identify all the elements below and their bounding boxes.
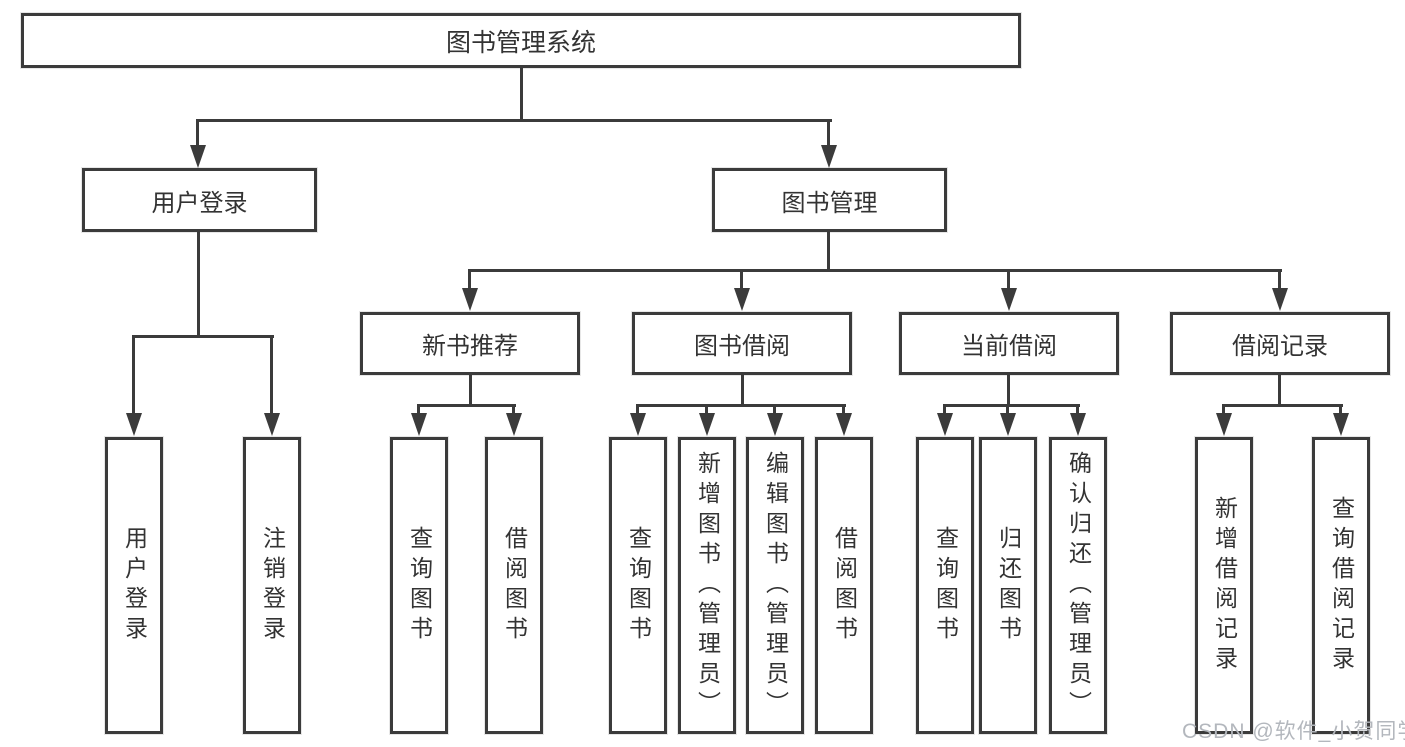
- connector-userlogin-hbar: [132, 335, 274, 338]
- arrow-down-icon: [836, 413, 852, 436]
- leaf-query-books-newbook: 查询图书: [390, 437, 448, 734]
- node-label: 图书管理系统: [445, 28, 596, 57]
- arrow-down-icon: [1216, 413, 1232, 436]
- node-label: 新书推荐: [422, 333, 518, 360]
- leaf-label: 归还图书: [995, 525, 1022, 646]
- arrow-down-icon: [264, 413, 280, 436]
- leaf-label: 查询图书: [406, 525, 433, 646]
- leaf-return-books: 归还图书: [979, 437, 1037, 734]
- arrow-down-icon: [1272, 288, 1288, 311]
- arrow-down-icon: [937, 413, 953, 436]
- connector-shaft: [512, 404, 515, 415]
- arrow-down-icon: [767, 413, 783, 436]
- leaf-label: 查询图书: [625, 525, 652, 646]
- connector-records-hbar: [1222, 404, 1343, 407]
- connector-shaft: [740, 269, 743, 289]
- arrow-down-icon: [411, 413, 427, 436]
- leaf-add-books-admin: 新增图书（管理员）: [678, 437, 736, 734]
- arrow-down-icon: [190, 145, 206, 168]
- node-current-borrowing: 当前借阅: [899, 312, 1119, 375]
- connector-shaft: [1007, 269, 1010, 289]
- connector-shaft: [1006, 404, 1009, 415]
- leaf-label: 用户登录: [121, 525, 148, 646]
- leaf-label: 新增图书（管理员）: [694, 450, 721, 721]
- node-user-login: 用户登录: [82, 168, 317, 232]
- connector-shaft: [270, 335, 273, 415]
- connector-root-trunk: [520, 66, 523, 119]
- leaf-query-borrow-record: 查询借阅记录: [1312, 437, 1370, 734]
- leaf-label: 借阅图书: [831, 525, 858, 646]
- connector-shaft: [1222, 404, 1225, 415]
- connector-newbook-hbar: [417, 404, 516, 407]
- connector-shaft: [943, 404, 946, 415]
- connector-current-hbar: [943, 404, 1080, 407]
- connector-shaft-book-mgmt: [827, 119, 830, 147]
- leaf-logout-login: 注销登录: [243, 437, 301, 734]
- arrow-down-icon: [1001, 288, 1017, 311]
- leaf-label: 查询图书: [932, 525, 959, 646]
- leaf-borrow-books-borrowing: 借阅图书: [815, 437, 873, 734]
- node-borrowing-records: 借阅记录: [1170, 312, 1390, 375]
- leaf-confirm-return-admin: 确认归还（管理员）: [1049, 437, 1107, 734]
- arrow-down-icon: [1333, 413, 1349, 436]
- leaf-label: 查询借阅记录: [1328, 495, 1355, 676]
- connector-borrow-hbar: [636, 404, 846, 407]
- leaf-query-books-borrowing: 查询图书: [609, 437, 667, 734]
- connector-records-trunk: [1278, 372, 1281, 405]
- connector-shaft-user-login: [196, 119, 199, 147]
- arrow-down-icon: [734, 288, 750, 311]
- leaf-label: 确认归还（管理员）: [1065, 450, 1092, 721]
- connector-shaft: [773, 404, 776, 415]
- node-label: 图书借阅: [694, 333, 790, 360]
- leaf-add-borrow-record: 新增借阅记录: [1195, 437, 1253, 734]
- connector-shaft: [705, 404, 708, 415]
- connector-shaft: [468, 269, 471, 289]
- leaf-label: 注销登录: [259, 525, 286, 646]
- leaf-query-books-current: 查询图书: [916, 437, 974, 734]
- connector-shaft: [1339, 404, 1342, 415]
- arrow-down-icon: [506, 413, 522, 436]
- arrow-down-icon: [1000, 413, 1016, 436]
- leaf-edit-books-admin: 编辑图书（管理员）: [746, 437, 804, 734]
- node-book-borrowing: 图书借阅: [632, 312, 852, 375]
- node-label: 图书管理: [781, 189, 878, 217]
- node-book-management: 图书管理: [712, 168, 947, 232]
- leaf-label: 借阅图书: [501, 525, 528, 646]
- arrow-down-icon: [699, 413, 715, 436]
- connector-shaft: [842, 404, 845, 415]
- csdn-watermark: CSDN @软件_小贺同学: [1182, 720, 1405, 743]
- arrow-down-icon: [1070, 413, 1086, 436]
- arrow-down-icon: [821, 145, 837, 168]
- node-label: 当前借阅: [961, 333, 1057, 360]
- connector-userlogin-trunk: [197, 230, 200, 336]
- leaf-user-login: 用户登录: [105, 437, 163, 734]
- connector-current-trunk: [1007, 372, 1010, 405]
- connector-shaft: [417, 404, 420, 415]
- connector-shaft: [1076, 404, 1079, 415]
- arrow-down-icon: [630, 413, 646, 436]
- connector-shaft: [636, 404, 639, 415]
- connector-newbook-trunk: [469, 372, 472, 405]
- node-new-book-recommendation: 新书推荐: [360, 312, 580, 375]
- node-label: 用户登录: [151, 189, 248, 217]
- node-library-management-system: 图书管理系统: [21, 13, 1021, 68]
- connector-shaft: [1278, 269, 1281, 289]
- node-label: 借阅记录: [1232, 333, 1328, 360]
- connector-bookmgmt-hbar: [468, 269, 1282, 272]
- leaf-label: 新增借阅记录: [1211, 495, 1238, 676]
- connector-borrow-trunk: [741, 372, 744, 405]
- leaf-label: 编辑图书（管理员）: [762, 450, 789, 721]
- arrow-down-icon: [462, 288, 478, 311]
- connector-root-hbar: [196, 119, 832, 122]
- connector-bookmgmt-trunk: [827, 230, 830, 272]
- arrow-down-icon: [126, 413, 142, 436]
- leaf-borrow-books-newbook: 借阅图书: [485, 437, 543, 734]
- connector-shaft: [132, 335, 135, 415]
